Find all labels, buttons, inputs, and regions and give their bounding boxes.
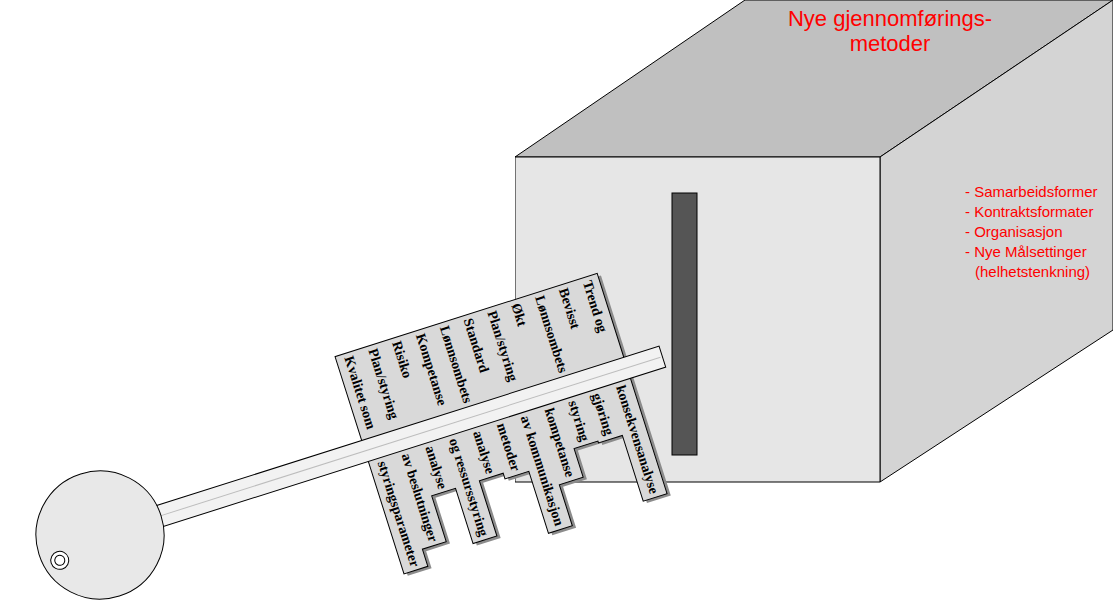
list-item: - Samarbeidsformer [965,182,1110,202]
box-side-face [880,0,1113,482]
key-shape [100,535,101,536]
key-ring [54,554,67,567]
key-ring [48,549,71,572]
list-item: - Kontraktsformater [965,202,1110,222]
list-item: - Nye Målsettinger (helhetstenkning) [965,242,1110,282]
keyhole [672,193,697,455]
list-item: - Organisasjon [965,222,1110,242]
box-front-face [515,157,880,482]
key-bow [20,455,181,609]
box-title: Nye gjennomførings- metoder [770,6,1010,56]
